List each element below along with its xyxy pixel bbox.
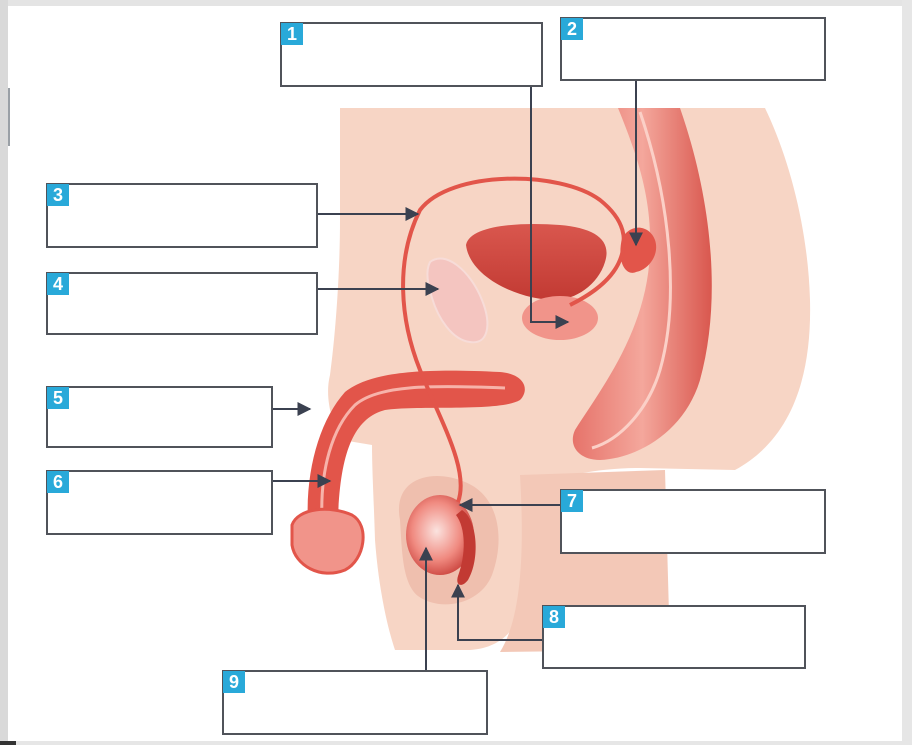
prostate-gland	[522, 296, 598, 340]
label-number-8: 8	[543, 606, 565, 628]
label-box-9[interactable]: 9	[222, 670, 488, 735]
label-number-1: 1	[281, 23, 303, 45]
penis-glans	[292, 509, 363, 573]
label-number-5: 5	[47, 387, 69, 409]
label-box-4[interactable]: 4	[46, 272, 318, 335]
label-box-3[interactable]: 3	[46, 183, 318, 248]
label-box-1[interactable]: 1	[280, 22, 543, 87]
label-number-4: 4	[47, 273, 69, 295]
label-box-2[interactable]: 2	[560, 17, 826, 81]
label-box-5[interactable]: 5	[46, 386, 273, 448]
label-box-6[interactable]: 6	[46, 470, 273, 535]
label-number-6: 6	[47, 471, 69, 493]
label-number-2: 2	[561, 18, 583, 40]
label-number-3: 3	[47, 184, 69, 206]
label-number-9: 9	[223, 671, 245, 693]
label-box-7[interactable]: 7	[560, 489, 826, 554]
label-number-7: 7	[561, 490, 583, 512]
label-box-8[interactable]: 8	[542, 605, 806, 669]
